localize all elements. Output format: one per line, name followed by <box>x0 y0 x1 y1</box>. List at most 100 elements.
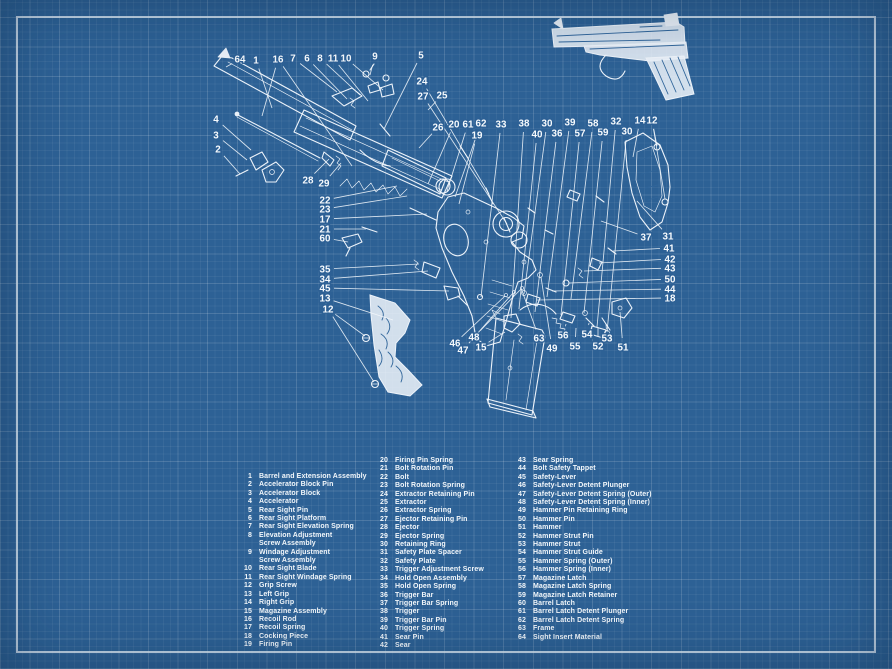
callout-leader-line <box>540 276 552 340</box>
callout-number: 23 <box>320 205 331 216</box>
callout-number: 5 <box>418 51 424 62</box>
callout-number: 37 <box>641 233 652 244</box>
callout-number: 50 <box>665 275 676 286</box>
part-name: Safety Plate <box>395 557 436 565</box>
callout-leader-line <box>480 132 501 298</box>
part-number: 42 <box>380 641 388 649</box>
part-name: Barrel Latch Detent Spring <box>533 616 625 624</box>
callout-number: 18 <box>665 294 676 305</box>
part-name: Barrel Latch Detent Plunger <box>533 608 629 616</box>
callout-number: 56 <box>558 331 569 342</box>
callout-number: 52 <box>593 342 604 353</box>
part-number: 55 <box>518 557 526 565</box>
callout-number: 1 <box>253 56 259 67</box>
callout-number: 36 <box>552 129 563 140</box>
part-number: 7 <box>248 523 252 531</box>
part-number: 48 <box>518 499 526 507</box>
callout-number: 41 <box>664 244 675 255</box>
magazine-drawing <box>486 309 546 419</box>
callout-number: 21 <box>320 225 331 236</box>
callout-leader-line <box>600 220 638 235</box>
callout-number: 28 <box>303 176 314 187</box>
parts-list-row: 35 Hold Open Spring <box>374 583 484 591</box>
part-name: Hammer Spring (Outer) <box>533 557 613 565</box>
part-number: 45 <box>518 473 526 481</box>
part-number: 60 <box>518 599 526 607</box>
callout-number: 27 <box>418 92 429 103</box>
callout-leader-line <box>560 141 580 316</box>
callout-leader-line <box>570 131 593 300</box>
callout-leader-line <box>598 259 662 264</box>
part-number: 19 <box>244 641 252 649</box>
callout-number: 3 <box>213 131 219 142</box>
callout-leader-line <box>536 297 662 301</box>
part-number: 17 <box>244 624 252 632</box>
right-grip-drawing <box>624 132 671 231</box>
callout-number: 35 <box>320 265 331 276</box>
callout-number: 9 <box>372 52 378 63</box>
callout-number: 59 <box>598 128 609 139</box>
part-number: 51 <box>518 524 526 532</box>
callout-leader-line <box>333 270 429 279</box>
part-name: Safety-Lever Detent Spring (Inner) <box>533 499 650 507</box>
callout-number: 34 <box>320 275 331 286</box>
part-name: Safety-Lever Detent Spring (Outer) <box>533 490 652 498</box>
part-name: Elevation Adjustment Screw Assembly <box>259 531 333 548</box>
callout-leader-line <box>446 132 466 192</box>
callout-number: 62 <box>476 119 487 130</box>
part-name: Hammer Pin <box>533 515 575 523</box>
callout-number: 4 <box>213 115 219 126</box>
callout-number: 17 <box>320 215 331 226</box>
part-name: Trigger <box>395 608 420 616</box>
callout-leader-line <box>575 327 577 338</box>
callout-leader-line <box>369 64 374 76</box>
part-number: 14 <box>244 599 252 607</box>
callout-leader-line <box>333 185 398 199</box>
part-number: 63 <box>518 625 526 633</box>
callout-number: 57 <box>575 129 586 140</box>
callout-number: 39 <box>565 118 576 129</box>
part-name: Sight Insert Material <box>533 633 603 641</box>
callout-number: 24 <box>417 77 428 88</box>
part-number: 24 <box>380 490 388 498</box>
callout-number: 22 <box>320 196 331 207</box>
part-name: Hold Open Assembly <box>395 574 467 582</box>
callout-leader-line <box>333 213 428 220</box>
part-name: Hammer Pin Retaining Ring <box>533 507 628 515</box>
callout-number: 11 <box>328 54 339 65</box>
part-number: 44 <box>518 465 526 473</box>
part-name: Rear Sight Pin <box>259 506 309 514</box>
part-number: 35 <box>380 583 388 591</box>
ejector-parts-drawing <box>321 151 378 257</box>
part-number: 10 <box>244 565 252 573</box>
callout-leader-line <box>523 131 547 295</box>
part-name: Hold Open Spring <box>395 583 457 591</box>
callout-number: 63 <box>534 334 545 345</box>
part-name: Rear Sight Platform <box>259 515 327 523</box>
callout-number: 38 <box>519 119 530 130</box>
callout-number: 46 <box>450 339 461 350</box>
callout-number: 15 <box>476 343 487 354</box>
part-name: Extractor Retaining Pin <box>395 490 475 498</box>
callout-leader-line <box>583 140 603 314</box>
callout-leader-line <box>222 124 252 151</box>
